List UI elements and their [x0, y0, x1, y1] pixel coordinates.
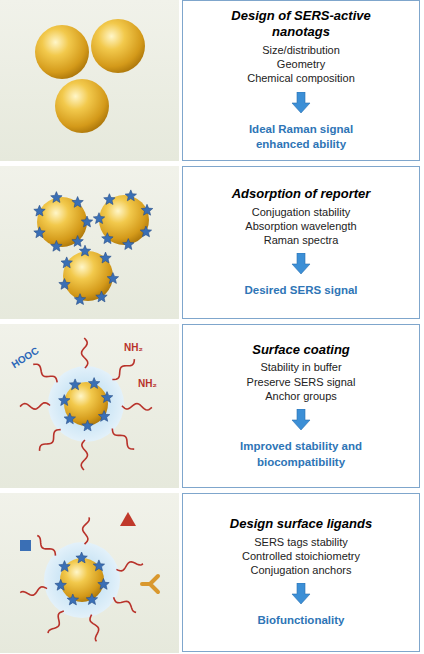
box-heading: Design surface ligands [230, 516, 372, 532]
down-arrow [291, 92, 311, 114]
box-heading: Adsorption of reporter [232, 186, 371, 202]
panel [0, 324, 179, 488]
process-box: Adsorption of reporterConjugation stabil… [182, 166, 420, 319]
polymer-chains [20, 338, 152, 641]
box-heading: Design of SERS-active nanotags [216, 8, 386, 39]
gold-nanoparticles [35, 19, 145, 133]
chemical-group-label: HOOC [9, 345, 40, 370]
criterion-text: Anchor groups [265, 389, 337, 403]
box-heading: Surface coating [252, 342, 350, 358]
criterion-text: Conjugation anchors [251, 563, 352, 577]
down-arrow [291, 583, 311, 605]
result-text: Desired SERS signal [244, 283, 357, 299]
criterion-text: Preserve SERS signal [247, 375, 356, 389]
chemical-group-label: NH₂ [124, 342, 143, 353]
raman-reporter [34, 190, 153, 605]
process-box: Surface coatingStability in bufferPreser… [182, 324, 420, 488]
panel [0, 493, 179, 653]
chemical-group-label: NH₂ [138, 378, 157, 389]
gold-nanoparticles [37, 195, 149, 602]
criterion-text: Raman spectra [264, 233, 339, 247]
result-text: Biofunctionality [258, 613, 345, 629]
criterion-text: Geometry [277, 57, 325, 71]
ligand-symbols [20, 512, 158, 592]
process-box: Design surface ligandsSERS tags stabilit… [182, 493, 420, 652]
panel [0, 166, 179, 319]
criterion-text: Chemical composition [247, 71, 355, 85]
process-box: Design of SERS-active nanotagsSize/distr… [182, 0, 420, 161]
criterion-text: SERS tags stability [254, 535, 348, 549]
result-text: Ideal Raman signal enhanced ability [231, 122, 371, 153]
down-arrow [291, 253, 311, 275]
down-arrow [291, 409, 311, 431]
panel [0, 0, 179, 161]
criterion-text: Stability in buffer [260, 360, 341, 374]
criterion-text: Absorption wavelength [245, 219, 356, 233]
criterion-text: Size/distribution [262, 43, 340, 57]
result-text: Improved stability and biocompatibility [231, 439, 371, 470]
criterion-text: Controlled stoichiometry [242, 549, 360, 563]
criterion-text: Conjugation stability [252, 205, 350, 219]
